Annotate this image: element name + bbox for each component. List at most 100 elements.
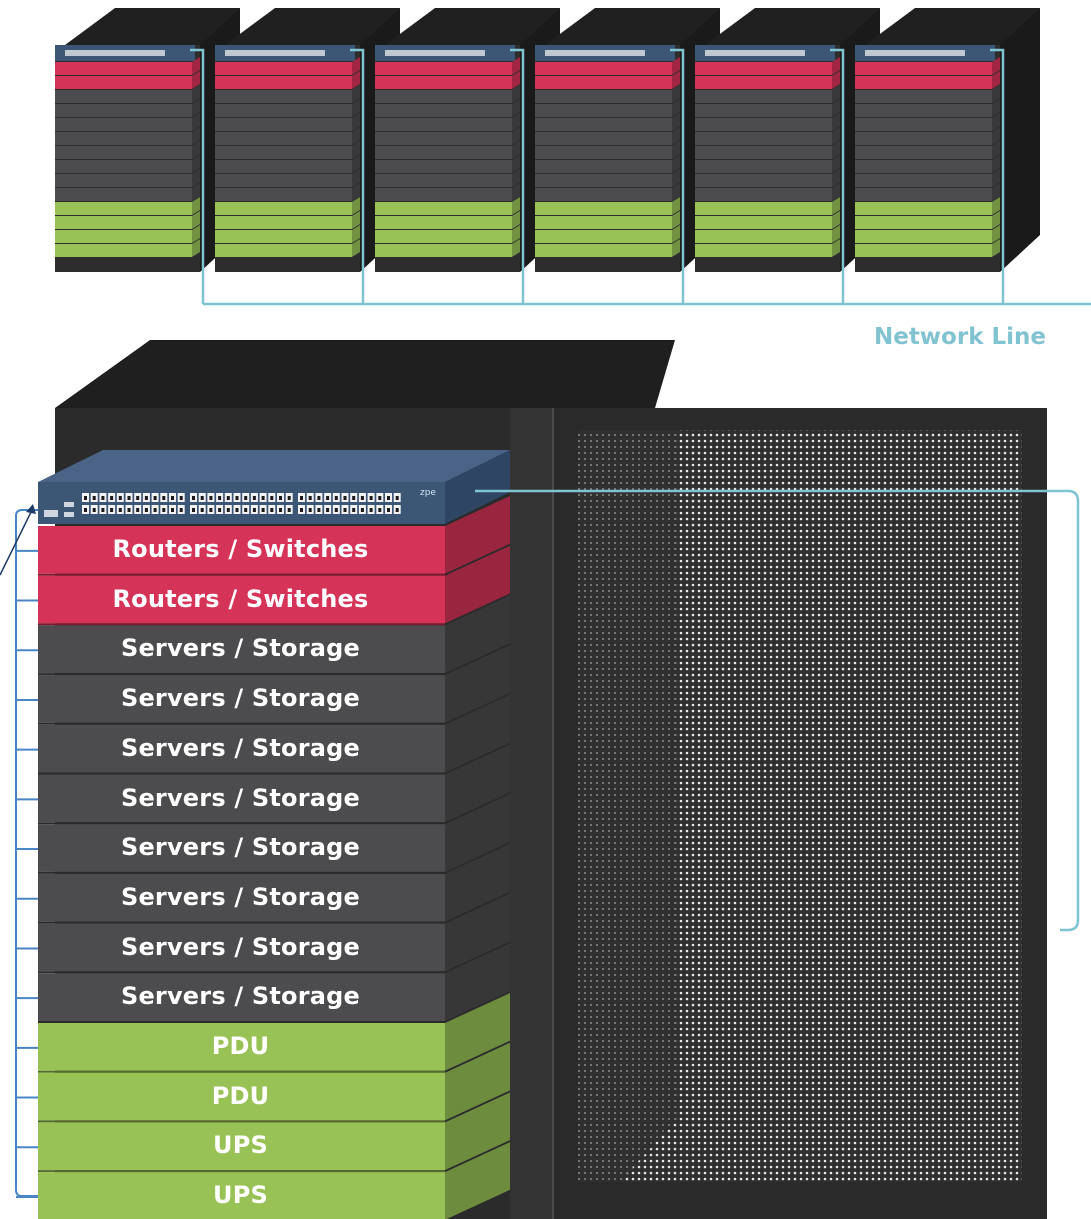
rack-unit-front (38, 1172, 445, 1219)
network-cables (0, 48, 1091, 1198)
small-rack-unit (55, 146, 192, 159)
small-rack-unit-side (992, 71, 1000, 89)
rack-unit-side (445, 744, 510, 823)
rack-unit-front (38, 675, 445, 723)
small-rack-unit-side (992, 211, 1000, 229)
switch-port-socket (244, 496, 248, 500)
rack-unit-front (38, 575, 445, 624)
rack-unit-side (445, 993, 510, 1071)
small-rack-unit-side (192, 225, 200, 243)
small-rack (215, 8, 400, 272)
usb-port (64, 512, 74, 517)
small-rack-unit (55, 132, 192, 145)
small-rack-unit (855, 76, 992, 89)
switch-port-socket (171, 496, 174, 500)
small-rack-unit (215, 174, 352, 187)
switch-port-socket (378, 496, 382, 500)
small-rack-unit (215, 230, 352, 243)
switch-port-socket (287, 508, 291, 512)
switch-port-socket (308, 496, 312, 500)
rack-unit-label: Routers / Switches (112, 584, 369, 613)
small-rack-unit-side (352, 239, 360, 257)
pointer-arrowhead (26, 504, 36, 514)
switch-port-socket (179, 508, 183, 512)
switch-port-socket (136, 496, 140, 500)
switch-port-socket (171, 508, 174, 512)
small-rack-unit-side (672, 71, 680, 89)
small-rack-unit (215, 62, 352, 75)
small-rack-unit (695, 132, 832, 145)
small-rack-unit (535, 62, 672, 75)
rack-unit-front (38, 724, 445, 773)
switch-port-socket (270, 508, 274, 512)
small-rack-unit (375, 62, 512, 75)
small-rack-unit (855, 202, 992, 215)
small-rack-unit (535, 244, 672, 257)
small-rack (855, 8, 1040, 272)
small-rack-unit-side (832, 99, 840, 117)
switch-port-socket (84, 508, 87, 512)
small-rack-unit (535, 76, 672, 89)
small-rack-unit-side (672, 225, 680, 243)
small-rack-unit (695, 188, 832, 201)
small-rack-unit (855, 132, 992, 145)
small-rack-unit-side (192, 127, 200, 145)
small-rack-unit-side (192, 197, 200, 215)
switch-port-socket (144, 496, 148, 500)
switch-port-socket (287, 496, 291, 500)
small-rack-unit (535, 118, 672, 131)
small-rack-unit-side (512, 183, 520, 201)
small-rack-unit-side (352, 169, 360, 187)
switch-port-socket (317, 508, 321, 512)
switch-port-socket (387, 508, 390, 512)
small-rack-unit-side (672, 57, 680, 75)
network-line-label: Network Line (873, 324, 1047, 350)
small-rack-unit (375, 160, 512, 173)
small-rack-unit-side (512, 57, 520, 75)
small-rack-unit (535, 90, 672, 103)
small-rack-unit (535, 174, 672, 187)
small-rack-unit (55, 160, 192, 173)
switch-port-socket (226, 508, 230, 512)
small-rack-unit (695, 160, 832, 173)
small-rack-unit-side (512, 197, 520, 215)
small-rack-unit-side (512, 155, 520, 173)
switch-port-socket (261, 508, 265, 512)
console-cable-bus (15, 509, 38, 1197)
switch-port-socket (235, 496, 239, 500)
small-rack-unit-side (352, 99, 360, 117)
small-rack-unit (215, 146, 352, 159)
small-rack-unit-side (512, 239, 520, 257)
small-rack-unit (855, 146, 992, 159)
small-rack-unit-side (512, 225, 520, 243)
small-rack-unit (55, 104, 192, 117)
small-rack-unit (855, 104, 992, 117)
small-rack-unit (55, 76, 192, 89)
small-rack-unit-side (832, 225, 840, 243)
small-rack-cable (510, 48, 525, 304)
rack-unit-label: Servers / Storage (120, 684, 361, 713)
small-rack-unit-side (992, 225, 1000, 243)
rack-unit-side (445, 1042, 510, 1121)
small-rack-unit-side (192, 71, 200, 89)
small-rack-unit-side (352, 197, 360, 215)
small-rack-unit-side (832, 85, 840, 103)
small-rack-top (705, 8, 880, 45)
small-rack-unit-side (832, 141, 840, 159)
rack-unit-front (38, 824, 445, 872)
switch-port-socket (369, 508, 373, 512)
small-rack-unit-side (832, 155, 840, 173)
small-rack-unit-side (832, 197, 840, 215)
small-rack-unit (215, 216, 352, 229)
small-rack-unit-side (992, 169, 1000, 187)
small-rack (55, 8, 240, 272)
small-rack-unit-side (352, 225, 360, 243)
small-rack-switch-ports (385, 50, 485, 56)
switch-port-socket (226, 496, 230, 500)
console-switch-top (38, 450, 510, 482)
small-rack-unit-side (512, 141, 520, 159)
small-rack-unit-side (672, 155, 680, 173)
small-rack-switch-ports (865, 50, 965, 56)
small-rack-unit-side (192, 57, 200, 75)
small-rack-unit-side (192, 155, 200, 173)
